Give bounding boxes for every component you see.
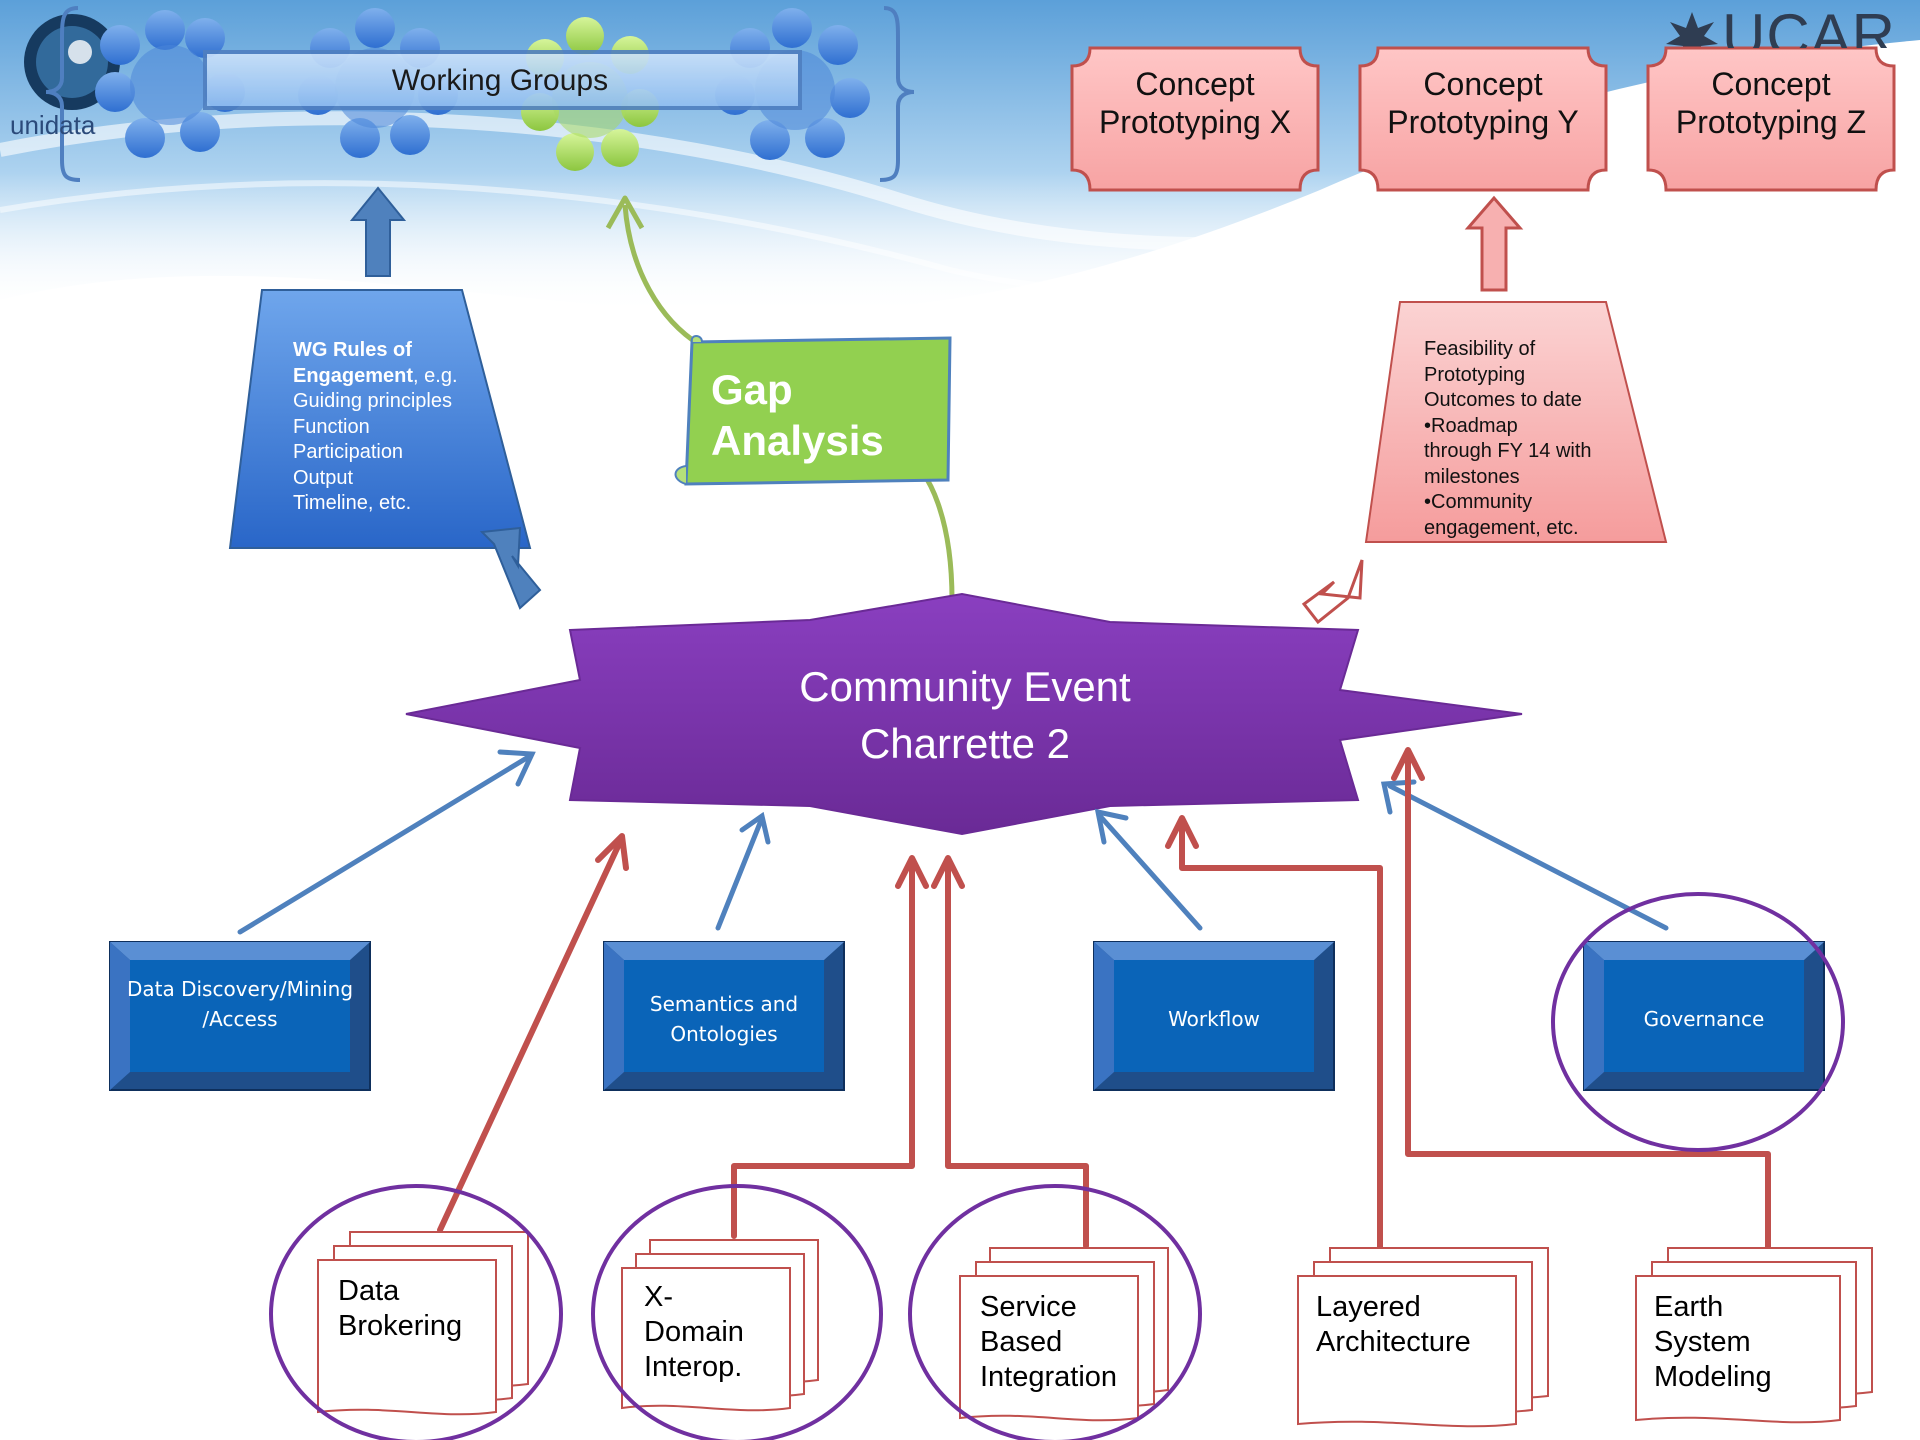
governance-highlight-ellipse [1551,892,1845,1152]
wg-cluster-1 [95,10,245,158]
category-label-data-discovery: Data Discovery/Mining /Access [126,977,354,1031]
doc-label-data-brokering: Data Brokering [338,1275,463,1342]
feasibility-diagonal-arrow-icon [1301,559,1364,625]
category-box-2 [603,941,845,1091]
concept-y-label: Concept Prototyping Y [1387,66,1579,140]
document-highlight-ellipses [269,1184,1202,1440]
community-event-star [405,592,1523,836]
concept-x-label: Concept Prototyping X [1098,66,1292,140]
red-input-arrows [437,747,1771,1267]
category-box-3 [1093,941,1335,1091]
category-label-governance: Governance [1643,1007,1765,1031]
unidata-logo-text: unidata [10,110,96,140]
category-box-1 [109,941,371,1091]
working-groups-label: Working Groups [391,64,609,97]
concept-z-label: Concept Prototyping Z [1675,66,1867,140]
doc-label-layered-architecture: Layered Architecture [1316,1291,1471,1358]
feasibility-text: Feasibility of Prototyping Outcomes to d… [1424,338,1592,539]
doc-stack-5 [1635,1247,1873,1424]
working-groups-bar [203,50,802,110]
background-swoosh [0,0,1920,315]
doc-stack-1 [317,1231,529,1416]
wg-rules-trapezoid [228,289,532,549]
category-boxes [109,941,1825,1091]
category-box-4 [1583,941,1825,1091]
category-label-workflow: Workflow [1168,1007,1260,1031]
wg-rules-title: WG Rules of Engagement [293,339,414,387]
gap-analysis-label: Gap Analysis [711,366,884,464]
concept-up-arrow-icon [1464,195,1524,292]
concept-boxes [1070,46,1896,192]
working-groups-bracket [45,6,915,182]
doc-label-x-domain: X- Domain Interop. [644,1281,744,1383]
wg-rules-body: , e.g. Guiding principles Function Parti… [293,364,458,515]
wg-up-arrow-icon [349,186,407,277]
working-group-clusters [95,8,870,171]
ucar-logo-text: UCAR [1722,6,1897,48]
blue-input-arrows [237,749,1669,935]
doc-stack-4 [1297,1247,1549,1428]
gap-analysis-scroll [674,335,952,486]
document-stacks [317,1231,1873,1428]
wg-rules-diagonal-arrow-icon [479,526,542,610]
ucar-logo-icon [1666,12,1718,62]
feasibility-trapezoid [1364,301,1668,543]
doc-stack-2 [621,1239,819,1412]
wg-rules-text: WG Rules of Engagement, e.g. Guiding pri… [293,338,523,517]
doc-label-service-based: Service Based Integration [980,1291,1118,1393]
doc-stack-3 [959,1247,1169,1422]
doc-label-earth-system: Earth System Modeling [1654,1291,1772,1393]
category-label-semantics: Semantics and Ontologies [649,992,799,1046]
community-event-label: Community Event Charrette 2 [799,663,1131,767]
